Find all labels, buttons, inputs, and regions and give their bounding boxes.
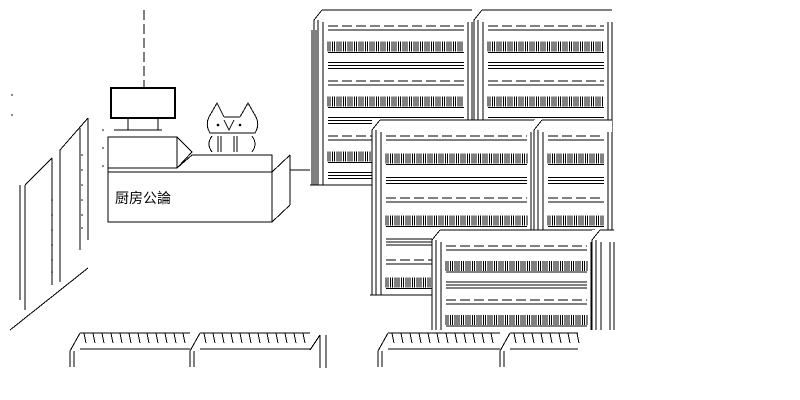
bench-left-a (69, 332, 190, 367)
stray-dots (11, 94, 13, 116)
left-wall-dots (51, 129, 104, 273)
bench-right-a (377, 332, 500, 367)
bookshelf-stack (310, 9, 615, 330)
bench-stub (309, 334, 327, 368)
counter-sign: 厨房公論 (115, 191, 171, 207)
hanging-monitor (110, 10, 176, 131)
bookshelf-front-edge (591, 229, 615, 330)
benches (69, 332, 580, 368)
left-wall (9, 117, 89, 331)
bench-left-b (189, 332, 310, 367)
bench-right-b (499, 332, 580, 367)
reception-counter (107, 136, 310, 223)
shelf-side-stubs (310, 30, 432, 296)
cat-clerk-icon (206, 101, 259, 153)
bookshelf-front (431, 229, 596, 330)
